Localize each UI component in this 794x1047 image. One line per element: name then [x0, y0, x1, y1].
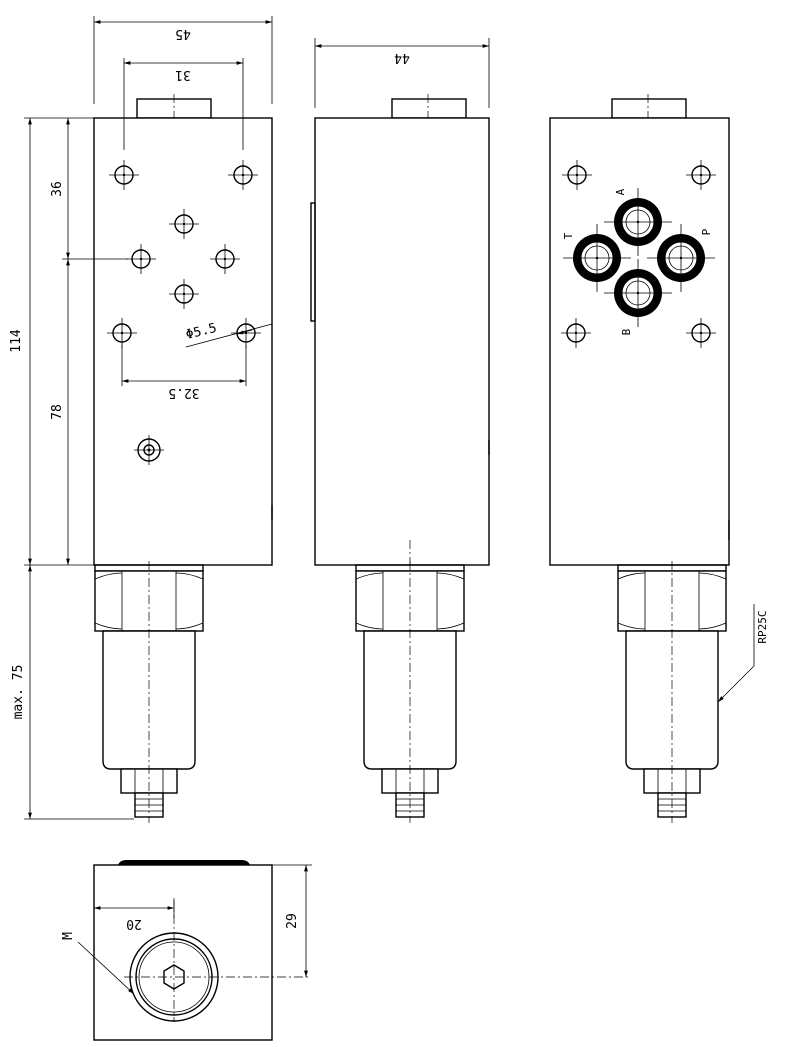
dim-height-36: 36	[50, 181, 65, 197]
top-plug	[611, 98, 687, 119]
dim-hole-diameter: Φ5.5	[184, 321, 218, 343]
dim-width-44: 44	[394, 50, 410, 65]
dim-depth-29: 29	[285, 913, 300, 929]
dim-height-114: 114	[9, 329, 24, 353]
cartridge	[94, 560, 204, 824]
dim-height-78: 78	[50, 404, 65, 420]
front-view: 45 31 114 36 78 max. 75 32.5 Φ5.5	[9, 16, 273, 824]
port-view: A T P B RP25C	[549, 94, 769, 824]
model-label: RP25C	[756, 610, 769, 643]
port-label-t: T	[562, 232, 575, 239]
cartridge	[355, 560, 465, 824]
port-label-b: B	[620, 328, 633, 335]
valve-block	[314, 117, 490, 566]
gauge-point	[134, 435, 164, 465]
cartridge-top	[124, 898, 308, 1022]
cartridge	[617, 560, 727, 824]
dim-offset-20: 20	[126, 916, 142, 931]
top-plug	[391, 98, 467, 119]
port-label-a: A	[614, 188, 627, 195]
dim-spacing-32-5: 32.5	[168, 385, 199, 400]
dim-width-31: 31	[175, 67, 191, 82]
dim-max-75: max. 75	[11, 665, 26, 720]
side-view: 44	[310, 38, 490, 824]
port-label-p: P	[700, 228, 713, 235]
label-m: M	[61, 932, 76, 940]
top-view: 29 20 M	[61, 860, 312, 1041]
dim-width-45: 45	[175, 26, 191, 41]
